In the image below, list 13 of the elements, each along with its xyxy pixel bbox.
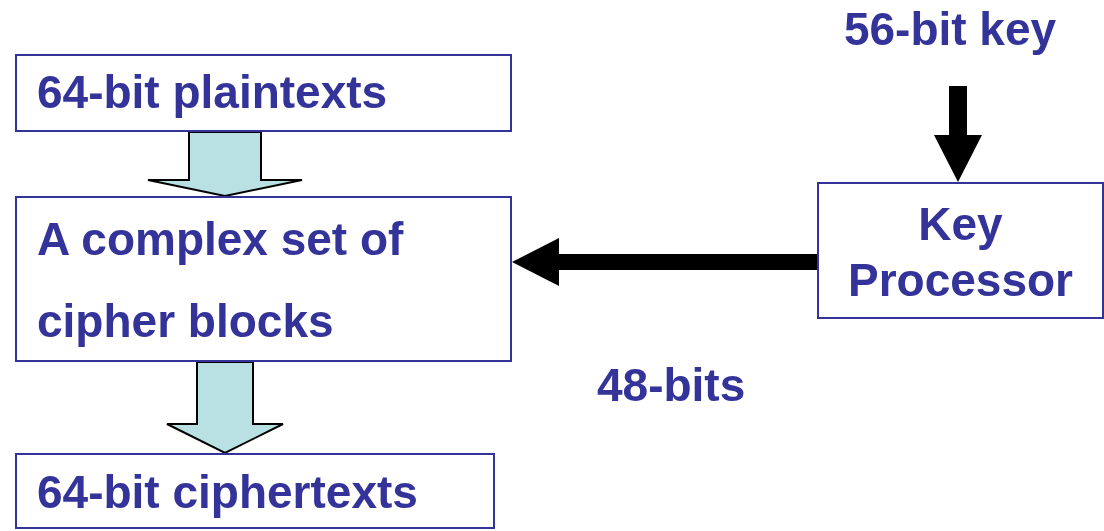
process-box <box>15 196 512 362</box>
box-text: A complex set of cipher blocks <box>37 212 405 349</box>
box-text: 64-bit ciphertexts <box>37 465 419 519</box>
process-box <box>15 54 512 132</box>
block-arrow <box>147 131 303 198</box>
process-box <box>15 453 495 529</box>
box-text: Key Processor <box>847 197 1074 308</box>
arrow <box>512 238 817 286</box>
process-box <box>817 182 1104 319</box>
block-arrow <box>166 361 284 455</box>
arrow <box>934 86 982 182</box>
input-label: 56-bit key <box>820 2 1080 82</box>
box-text: 64-bit plaintexts <box>37 65 389 119</box>
